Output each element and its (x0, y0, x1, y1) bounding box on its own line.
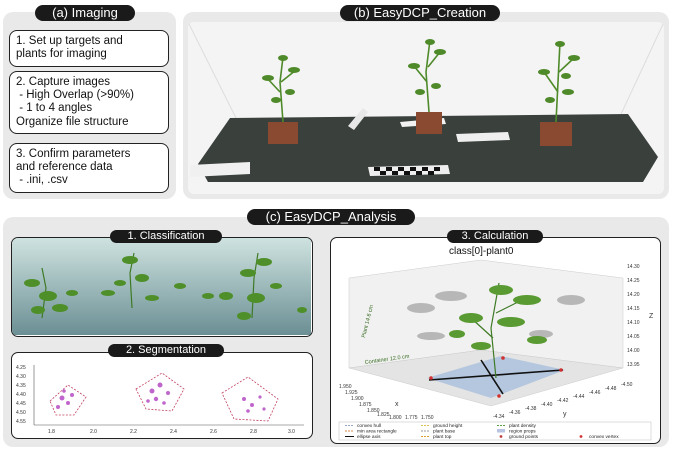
segment-hull-2 (135, 372, 185, 412)
seg-ytick-3: 4.35 (16, 383, 26, 389)
calc-ytick-2: -4.36 (509, 410, 521, 416)
calculation-title: 3. Calculation (447, 230, 543, 243)
calc-z-label: Z (649, 313, 654, 320)
seg-ytick-1: 4.25 (16, 365, 26, 371)
calc-xtick-6: 1.825 (377, 412, 390, 418)
calculation-panel: class[0]-plant0 Plant 14.6 cm Container … (330, 237, 661, 444)
seg-xtick-1: 1.8 (48, 429, 55, 435)
calc-xtick-4: 1.875 (359, 402, 372, 408)
calc-ytick-4: -4.40 (541, 402, 553, 408)
creation-render (188, 22, 664, 194)
analysis-title: (c) EasyDCP_Analysis (247, 209, 415, 225)
legend-label-7: region props (509, 429, 536, 435)
calc-xtick-9: 1.750 (421, 415, 434, 421)
legend-marker-7 (497, 429, 505, 433)
calc-legend (338, 421, 652, 441)
calc-ztick-4: 14.15 (627, 306, 640, 312)
legend-label-4: plant base (433, 429, 455, 435)
seg-ytick-6: 4.50 (16, 410, 26, 416)
calc-plot-title: class[0]-plant0 (449, 246, 514, 257)
legend-label-6: plant density (509, 423, 537, 429)
calc-ztick-8: 13.95 (627, 362, 640, 368)
creation-title: (b) EasyDCP_Creation (340, 5, 500, 21)
legend-label-0: convex hull (357, 423, 381, 429)
imaging-step-1: 1. Set up targets and plants for imaging (9, 30, 169, 67)
segmentation-plot: 4.25 4.30 4.35 4.40 4.45 4.50 4.55 1.8 2… (16, 365, 304, 435)
calc-ytick-9: -4.50 (621, 382, 633, 388)
calculation-3d-plot: class[0]-plant0 Plant 14.6 cm Container … (338, 246, 654, 441)
reconstruction-scene-image (188, 22, 664, 182)
calc-x-label: x (395, 401, 399, 408)
legend-label-2: ellipse axis (357, 434, 381, 440)
step-1-line-1: 1. Set up targets and (16, 35, 123, 47)
step-2-line-3: - 1 to 4 angles (16, 102, 93, 115)
calc-ztick-3: 14.20 (627, 292, 640, 298)
legend-marker-9 (579, 435, 583, 438)
calc-ytick-7: -4.46 (589, 390, 601, 396)
seg-xtick-3: 2.2 (130, 429, 137, 435)
classification-panel (11, 237, 313, 337)
step-2-line-4: Organize file structure (16, 115, 129, 128)
segment-hull-1 (49, 384, 87, 416)
calc-ytick-6: -4.44 (573, 394, 585, 400)
step-2-line-2: - High Overlap (>90%) (16, 89, 134, 102)
legend-marker-8 (499, 435, 503, 438)
calc-xtick-5: 1.850 (367, 408, 380, 414)
seg-xtick-7: 3.0 (288, 429, 295, 435)
imaging-title: (a) Imaging (35, 5, 135, 21)
calc-ytick-3: -4.38 (525, 406, 537, 412)
calc-xtick-2: 1.925 (345, 390, 358, 396)
calc-ztick-5: 14.10 (627, 320, 640, 326)
step-3-line-2: and reference data (16, 161, 113, 174)
classification-title: 1. Classification (110, 230, 222, 243)
classification-image (12, 238, 311, 335)
seg-ytick-7: 4.55 (16, 419, 26, 425)
segmentation-panel: 4.25 4.30 4.35 4.40 4.45 4.50 4.55 1.8 2… (11, 352, 313, 439)
step-3-line-1: 3. Confirm parameters (16, 148, 131, 160)
calc-ytick-8: -4.48 (605, 386, 617, 392)
seg-xtick-5: 2.6 (210, 429, 217, 435)
calc-ztick-1: 14.30 (627, 264, 640, 270)
calc-ztick-7: 14.00 (627, 348, 640, 354)
step-3-line-3: - .ini, .csv (16, 174, 68, 187)
legend-label-3: ground height (433, 423, 463, 429)
seg-ytick-2: 4.30 (16, 374, 26, 380)
calc-ztick-2: 14.25 (627, 278, 640, 284)
seg-ytick-4: 4.40 (16, 392, 26, 398)
legend-label-5: plant top (433, 434, 452, 440)
calc-xtick-7: 1.800 (389, 415, 402, 421)
seg-xtick-4: 2.4 (170, 429, 177, 435)
calc-y-label: y (563, 411, 567, 418)
calc-ztick-6: 14.05 (627, 334, 640, 340)
legend-label-1: min area rectangle (357, 429, 397, 435)
imaging-step-3: 3. Confirm parameters and reference data… (9, 143, 169, 193)
calc-ytick-5: -4.42 (557, 398, 569, 404)
segmentation-title: 2. Segmentation (108, 344, 224, 357)
seg-ytick-5: 4.45 (16, 401, 26, 407)
calc-xtick-8: 1.775 (405, 415, 418, 421)
imaging-step-2: 2. Capture images - High Overlap (>90%) … (9, 71, 169, 134)
step-2-line-1: 2. Capture images (16, 76, 110, 88)
calc-ytick-1: -4.34 (493, 414, 505, 420)
legend-label-9: convex vertex (589, 434, 619, 440)
legend-label-8: ground points (509, 434, 539, 440)
segment-hull-3 (221, 376, 279, 422)
calc-xtick-3: 1.900 (351, 396, 364, 402)
seg-xtick-6: 2.8 (250, 429, 257, 435)
calc-xtick-1: 1.950 (339, 384, 352, 390)
seg-xtick-2: 2.0 (90, 429, 97, 435)
step-1-line-2: plants for imaging (16, 48, 107, 61)
